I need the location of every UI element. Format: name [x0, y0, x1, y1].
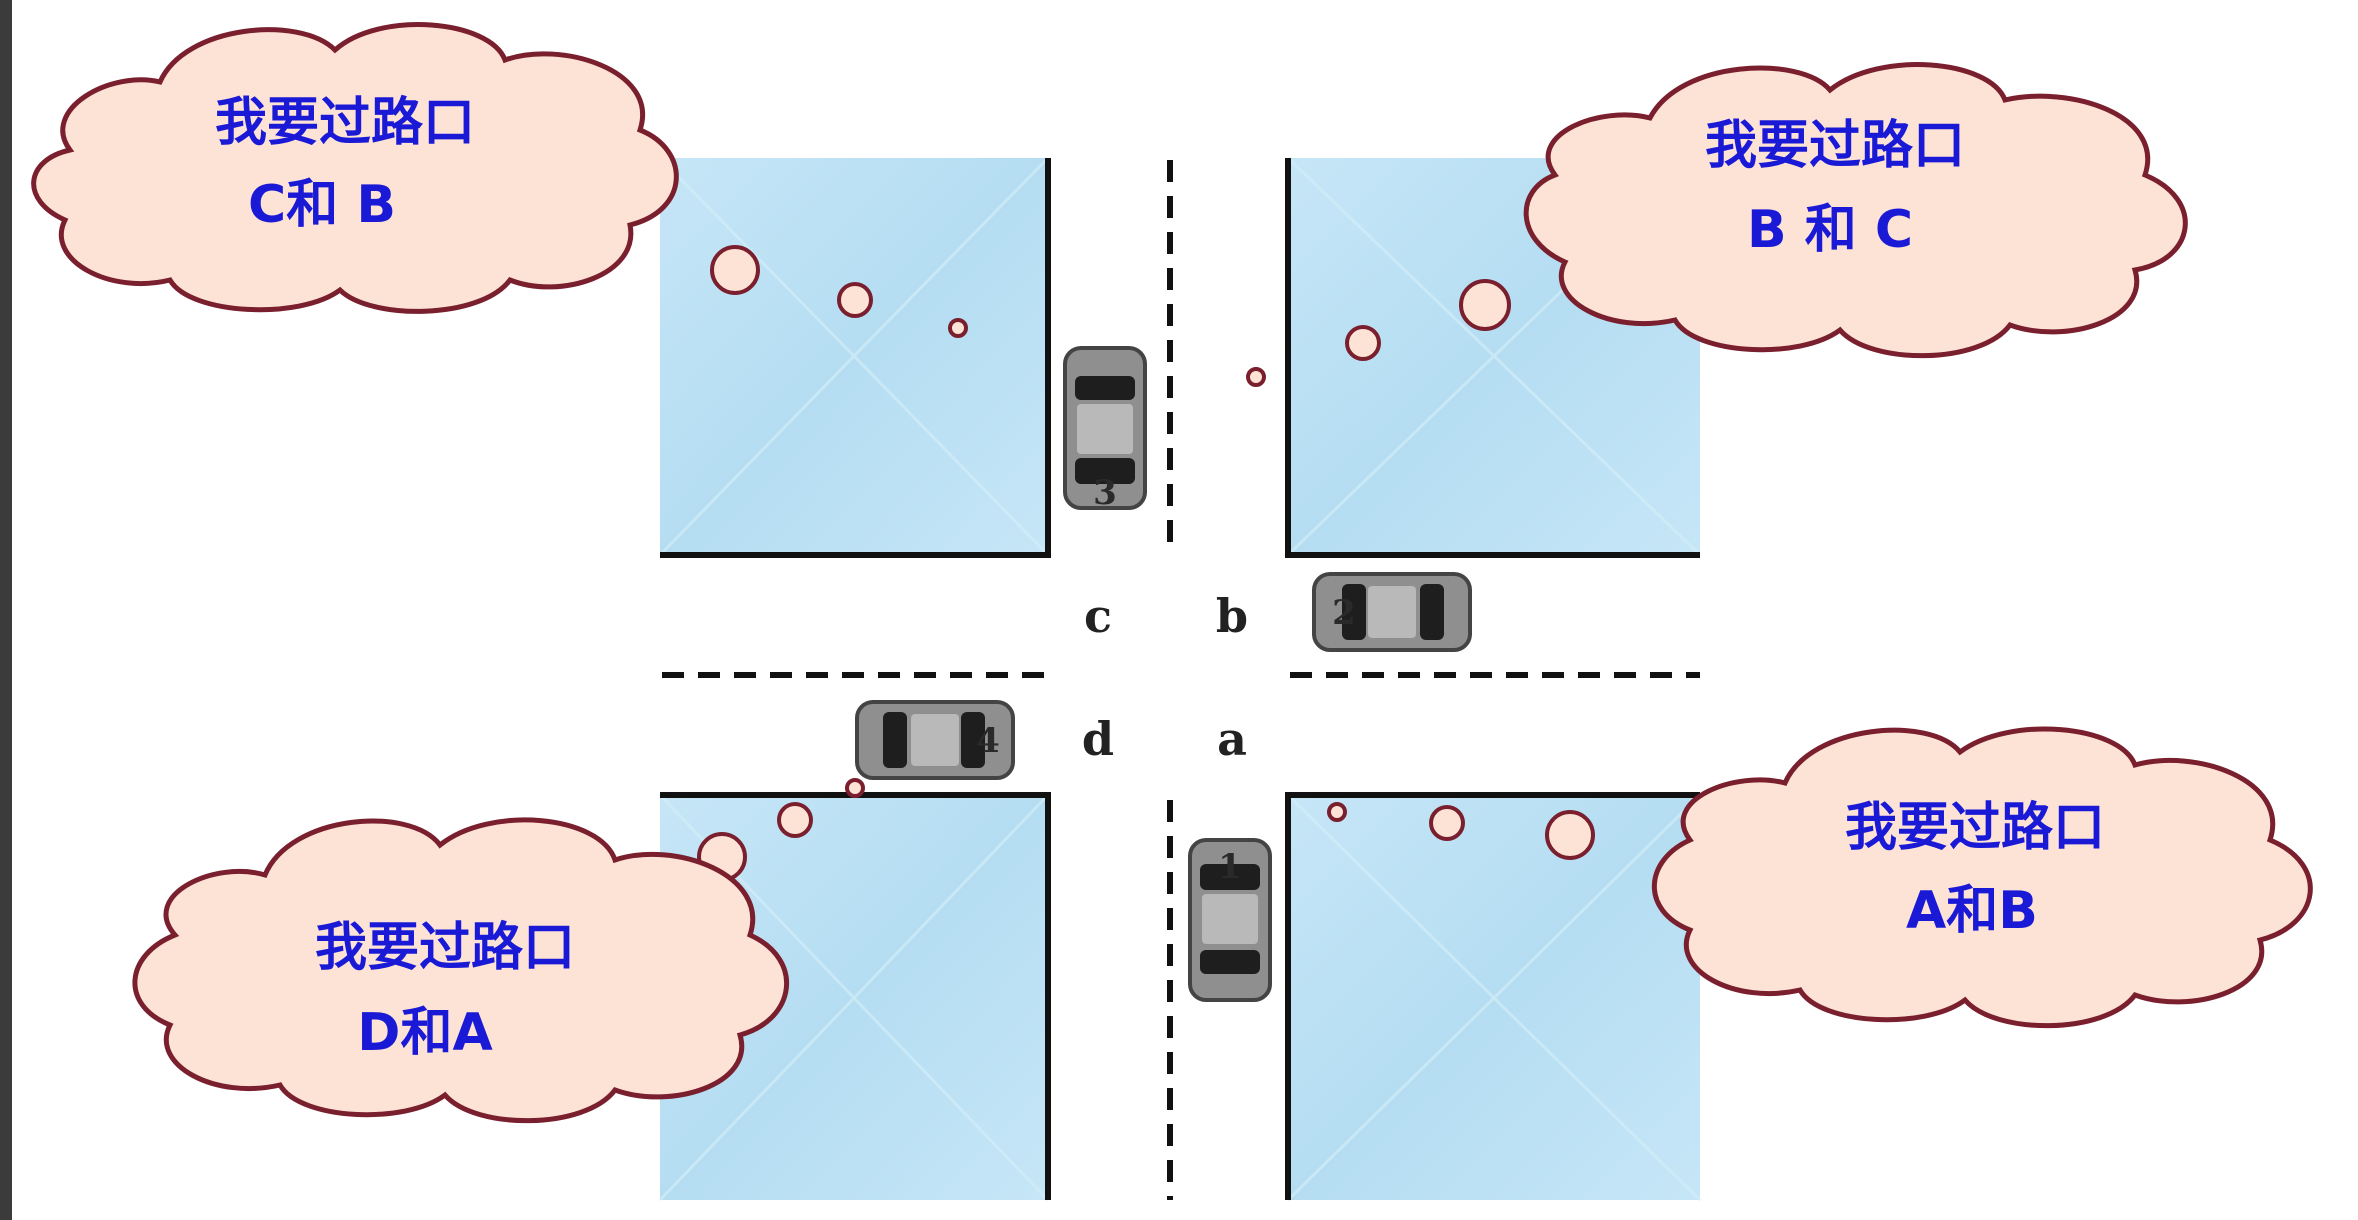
- lane-label-a: a: [1217, 712, 1247, 766]
- thought-top-right-line2: B 和 C: [1747, 200, 1913, 260]
- lane-label-b: b: [1216, 589, 1248, 643]
- thought-cloud-bottom-right: 我要过路口 A和B: [1651, 726, 2313, 1029]
- car-3-number: 3: [1093, 473, 1117, 513]
- thought-bottom-left-line2: D和A: [357, 1003, 492, 1063]
- city-blocks: [658, 156, 1702, 1202]
- left-edge-strip: [0, 0, 12, 1220]
- car-2: [1312, 572, 1472, 652]
- lane-label-d: d: [1082, 712, 1114, 766]
- thought-top-left-line2: C和 B: [248, 175, 396, 235]
- thought-cloud-top-right: 我要过路口 B 和 C: [1523, 62, 2188, 359]
- car-4-number: 4: [976, 721, 1000, 761]
- center-dashes: [662, 160, 1700, 1200]
- car-4: [855, 700, 1015, 780]
- thought-top-left-line1: 我要过路口: [215, 93, 475, 153]
- thought-bottom-right-line2: A和B: [1906, 881, 2038, 941]
- thought-bottom-left-line1: 我要过路口: [315, 918, 575, 978]
- thought-cloud-bottom-left: 我要过路口 D和A: [132, 817, 789, 1124]
- lane-labels: c b d a: [1082, 589, 1248, 766]
- thought-bottom-right-line1: 我要过路口: [1845, 798, 2105, 858]
- curb-lines: [660, 158, 1700, 1200]
- car-1-number: 1: [1218, 847, 1242, 887]
- thought-top-right-line1: 我要过路口: [1705, 116, 1965, 176]
- thought-cloud-top-left: 我要过路口 C和 B: [31, 22, 679, 314]
- curb-top-right: [1285, 158, 1700, 558]
- thought-trails: [697, 245, 1595, 882]
- car-2-number: 2: [1332, 593, 1356, 633]
- car-3: 3: [1063, 346, 1147, 513]
- curb-bottom-right: [1285, 792, 1700, 1200]
- curb-bottom-left: [660, 792, 1051, 1200]
- lane-label-c: c: [1084, 589, 1112, 643]
- car-1: [1188, 838, 1272, 1002]
- curb-top-left: [660, 158, 1051, 558]
